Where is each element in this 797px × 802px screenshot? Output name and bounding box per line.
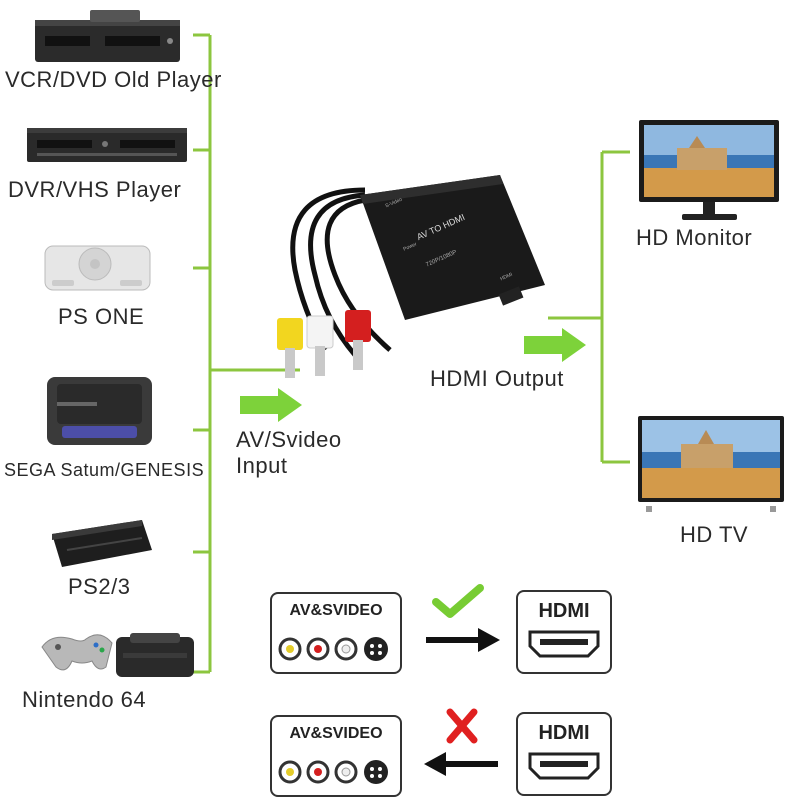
box-title: AV&SVIDEO: [289, 602, 383, 619]
av-svideo-port-box: AV&SVIDEO: [270, 592, 402, 674]
hdmi-port-box: HDMI: [516, 712, 612, 796]
display-label: HD TV: [680, 522, 749, 547]
device-label: DVR/VHS Player: [8, 177, 182, 202]
input-label: Input: [236, 453, 288, 478]
box-title: HDMI: [538, 722, 590, 744]
output-label: HDMI Output: [430, 366, 564, 391]
hdmi-port-icon: [528, 630, 600, 658]
av-ports-icon: [278, 637, 388, 661]
nintendo-64-console-icon: [38, 625, 198, 681]
box-title: AV&SVIDEO: [289, 725, 383, 742]
ps-one-console-icon: [40, 238, 155, 293]
av-to-hdmi-converter-icon: AV TO HDMI 720P/1080P Power S-Video HDMI: [245, 170, 545, 390]
input-arrow-icon: [240, 388, 304, 422]
right-arrow-icon: [424, 628, 500, 652]
cross-icon: [446, 708, 478, 744]
device-label: VCR/DVD Old Player: [5, 67, 222, 92]
ps2-console-icon: [42, 512, 157, 572]
hd-monitor-icon: [637, 118, 782, 223]
dvr-vhs-player-icon: [25, 122, 190, 167]
av-svideo-port-box: AV&SVIDEO: [270, 715, 402, 797]
device-label: Nintendo 64: [22, 687, 147, 712]
vcr-dvd-player-icon: [30, 8, 185, 68]
sega-console-icon: [42, 372, 157, 448]
box-title: HDMI: [538, 600, 590, 622]
left-arrow-icon: [424, 752, 500, 776]
device-label: PS2/3: [68, 574, 131, 599]
output-arrow-icon: [524, 328, 588, 362]
av-ports-icon: [278, 760, 388, 784]
check-icon: [430, 584, 486, 620]
device-label: PS ONE: [58, 304, 145, 329]
hdmi-port-icon: [528, 752, 600, 780]
display-label: HD Monitor: [636, 225, 753, 250]
hdmi-port-box: HDMI: [516, 590, 612, 674]
device-label: SEGA Satum/GENESIS: [4, 460, 205, 480]
hd-tv-icon: [636, 414, 786, 514]
input-label: AV/Svideo: [236, 427, 342, 452]
